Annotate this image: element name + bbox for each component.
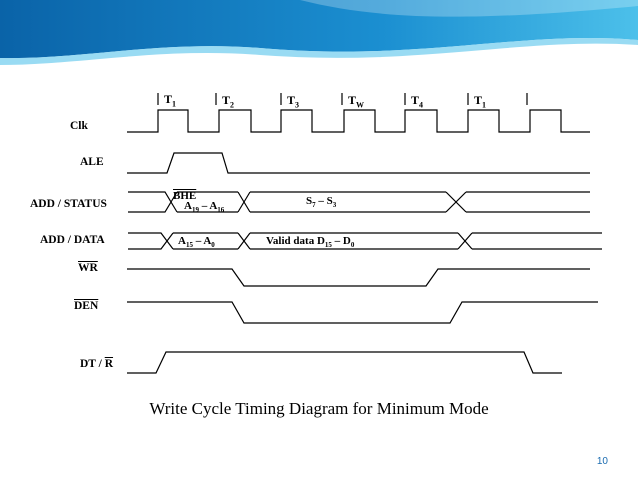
signal-label-add-status: ADD / STATUS <box>30 198 107 210</box>
time-label-t1: T1 <box>164 92 177 109</box>
dtr-waveform <box>127 351 562 374</box>
signal-label-ale: ALE <box>80 156 104 168</box>
time-label-t2: T2 <box>222 93 235 110</box>
timing-waveforms <box>127 93 602 374</box>
den-waveform <box>127 301 598 324</box>
ale-waveform <box>127 152 590 174</box>
clk-waveform <box>127 109 590 133</box>
signal-label-den: DEN <box>74 300 99 312</box>
time-label-tw: TW <box>348 93 365 110</box>
wr-waveform <box>127 268 590 287</box>
diagram-caption: Write Cycle Timing Diagram for Minimum M… <box>149 399 489 418</box>
page-number: 10 <box>596 456 608 467</box>
bus-label-addr-low: A15 – A0 <box>178 235 215 250</box>
add-status-bus <box>128 191 590 213</box>
time-label-t4: T4 <box>411 93 424 110</box>
bus-label-addr-high: A19 – A16 <box>184 200 225 215</box>
signal-label-add-data: ADD / DATA <box>40 234 105 246</box>
bus-label-bhe: BHE <box>173 190 197 202</box>
add-data-bus <box>128 232 602 250</box>
bus-label-data: Valid data D15 – D0 <box>266 235 355 250</box>
signal-label-wr: WR <box>78 262 98 274</box>
time-label-t1b: T1 <box>474 93 487 110</box>
timing-diagram: T1 T2 T3 TW T4 T1 Clk ALE ADD / STATUS A… <box>30 76 614 421</box>
signal-label-dt-r: DT / R <box>80 358 114 370</box>
signal-label-clk: Clk <box>70 120 88 132</box>
header-banner <box>0 0 638 67</box>
time-label-t3: T3 <box>287 93 300 110</box>
bus-label-status: S7 – S3 <box>306 195 337 210</box>
